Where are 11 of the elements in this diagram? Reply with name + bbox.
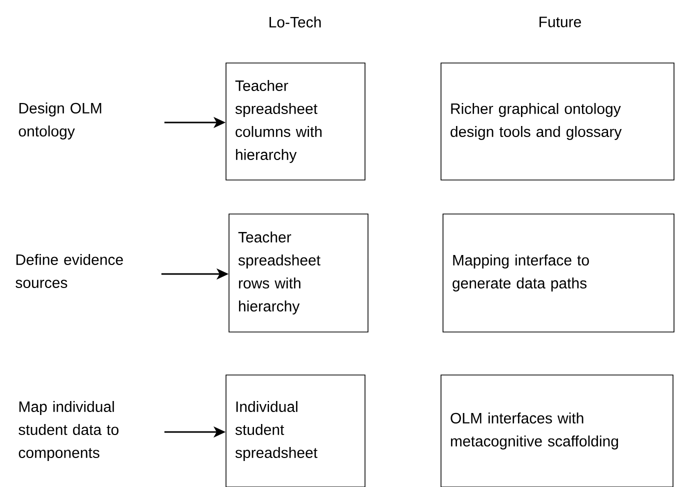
- step-label: Define evidence sources: [16, 254, 123, 288]
- process-box: Individual student spreadsheet: [226, 374, 366, 487]
- process-box: Teacher spreadsheet columns with hierarchy: [226, 62, 366, 180]
- process-box: OLM interfaces with metacognitive scaffolding: [440, 374, 674, 487]
- column-heading: Lo-Tech: [270, 16, 321, 28]
- step-label: Map individual student data to components: [18, 401, 118, 461]
- process-box: Richer graphical ontology design tools and glossary: [440, 62, 674, 180]
- process-box: Teacher spreadsheet rows with hierarchy: [228, 214, 368, 332]
- process-box: Mapping interface to generate data paths: [442, 214, 674, 332]
- step-label: Design OLM ontology: [18, 102, 102, 140]
- column-heading: Future: [540, 16, 581, 28]
